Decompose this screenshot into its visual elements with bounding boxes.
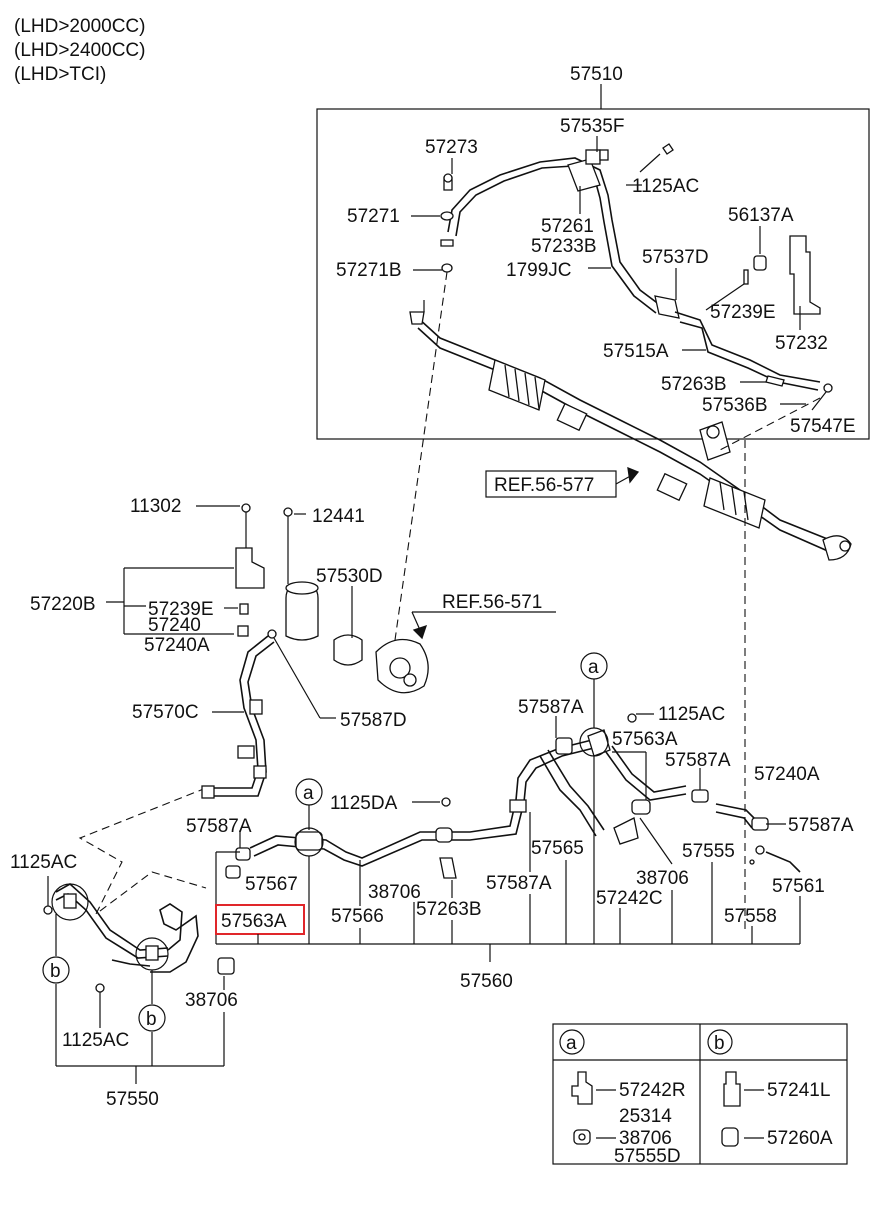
label-57263B-low: 57263B [416,899,482,920]
legend-a-item-1: 57242R [619,1080,686,1101]
label-57271: 57271 [347,206,400,227]
label-57233B: 57233B [531,236,597,257]
label-57566: 57566 [331,906,384,927]
label-57587D: 57587D [340,710,407,731]
hose-fitting [567,158,601,192]
label-57555: 57555 [682,841,735,862]
label-1125AC-mid: 1125AC [658,704,725,725]
label-57563A-mid: 57563A [612,729,678,750]
label-57261: 57261 [541,216,594,237]
legend-a-item-3: 38706 [619,1128,672,1149]
label-57273: 57273 [425,137,478,158]
callout-b-1[interactable] [42,956,70,984]
label-57561: 57561 [772,876,825,897]
legend-a-item-4: 57555D [614,1146,681,1167]
label-57563A-box[interactable]: 57563A [221,911,287,932]
label-57239E-mid: 57239E [148,599,214,620]
label-57550: 57550 [106,1089,159,1110]
label-57271B: 57271B [336,260,402,281]
callout-a-2-text: a [588,657,599,678]
label-57510: 57510 [570,64,623,85]
label-57240: 57240 [148,615,201,636]
callout-b-2[interactable] [138,1004,166,1032]
callout-b-2-text: b [146,1009,157,1030]
leaders-mid [215,713,786,944]
label-57232: 57232 [775,333,828,354]
reservoir-group [235,503,429,694]
ref-56-571[interactable]: REF.56-571 [442,592,542,613]
hose-57570C [214,635,269,789]
cooler-57550 [43,883,235,993]
label-57240A-right: 57240A [754,764,820,785]
label-57565: 57565 [531,838,584,859]
label-57535F: 57535F [560,116,624,137]
gear-assembly-box [316,108,870,440]
label-57587A-3: 57587A [186,816,252,837]
label-1799JC: 1799JC [506,260,572,281]
label-57263B-top: 57263B [661,374,727,395]
label-57239E-top: 57239E [710,302,776,323]
label-57515A: 57515A [603,341,669,362]
label-38706-b: 38706 [636,868,689,889]
leaders-reservoir [106,505,556,719]
label-57530D: 57530D [316,566,383,587]
label-57220B: 57220B [30,594,96,615]
header-line-2: (LHD>2400CC) [14,40,145,61]
dash-pump-link [394,271,448,641]
label-57587A-5: 57587A [486,873,552,894]
label-1125AC-top: 1125AC [632,176,699,197]
label-57558: 57558 [724,906,777,927]
bracket-57560 [216,756,801,962]
label-1125AC-low: 1125AC [62,1030,129,1051]
leaders-cooler [47,876,225,1084]
label-11302: 11302 [130,496,181,517]
legend-a-key: a [566,1033,577,1054]
small-parts-box [440,143,821,387]
legend-a-item-2: 25314 [619,1106,672,1127]
legend-b-item-2: 57260A [767,1128,833,1149]
label-1125DA: 1125DA [330,793,398,814]
label-57560: 57560 [460,971,513,992]
label-1125AC-left: 1125AC [10,852,77,873]
label-57567: 57567 [245,874,298,895]
label-57570C: 57570C [132,702,199,723]
label-57547E: 57547E [790,416,856,437]
highlight-box-57563A[interactable] [215,904,305,935]
label-57242C: 57242C [596,888,663,909]
steering-gear [409,300,852,561]
callout-a-1-text: a [303,783,314,804]
legend-b-item-1: 57241L [767,1080,830,1101]
header-line-1: (LHD>2000CC) [14,16,145,37]
label-38706-a: 38706 [368,882,421,903]
legend-b-key: b [714,1033,725,1054]
label-12441: 12441 [312,506,365,527]
legend-table [552,1023,848,1165]
callout-b-1-text: b [50,961,61,982]
label-56137A: 56137A [728,205,794,226]
label-38706-c: 38706 [185,990,238,1011]
label-57587A-2: 57587A [665,750,731,771]
label-57240A-mid: 57240A [144,635,210,656]
label-57587A-1: 57587A [518,697,584,718]
dash-left-link [78,787,207,915]
label-57587A-4: 57587A [788,815,854,836]
hose-57555 [605,751,687,801]
ref-56-577[interactable]: REF.56-577 [494,475,594,496]
leaders-box [411,136,827,411]
label-57537D: 57537D [642,247,709,268]
small-parts-mid [225,713,769,879]
label-57536B: 57536B [702,395,768,416]
header-line-3: (LHD>TCI) [14,64,106,85]
